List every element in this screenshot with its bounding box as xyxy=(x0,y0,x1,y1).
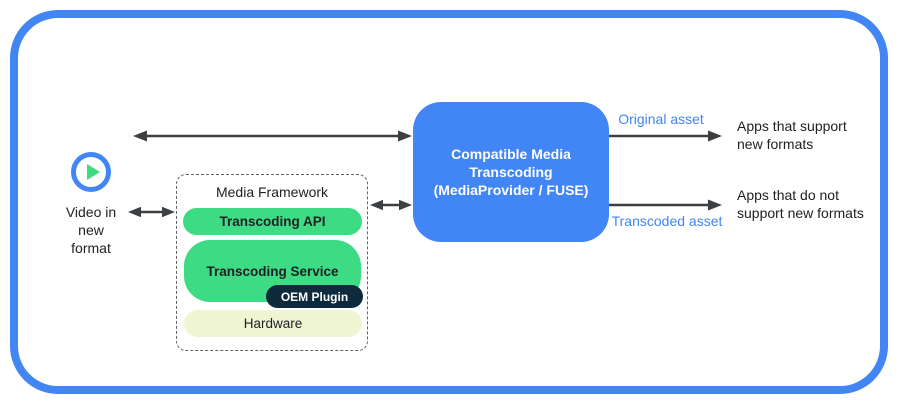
apps-support-line: new formats xyxy=(737,136,814,152)
video-source-line: format xyxy=(71,240,111,256)
transcoding-box-line: (MediaProvider / FUSE) xyxy=(433,182,589,198)
hardware-pill: Hardware xyxy=(184,310,362,337)
transcoded-asset-label: Transcoded asset xyxy=(611,213,723,229)
video-source-label: Video in new format xyxy=(46,203,136,257)
video-source-line: Video in xyxy=(65,204,117,220)
transcoding-api-pill: Transcoding API xyxy=(183,208,362,235)
transcoding-box-line: Compatible Media xyxy=(451,146,571,162)
apps-support-label: Apps that support new formats xyxy=(737,117,847,153)
apps-no-support-line: Apps that do not xyxy=(737,187,839,203)
oem-plugin-pill: OEM Plugin xyxy=(266,285,363,308)
apps-no-support-line: support new formats xyxy=(737,205,864,221)
video-source-line: new xyxy=(78,222,104,238)
apps-no-support-label: Apps that do not support new formats xyxy=(737,186,864,222)
transcoding-box-line: Transcoding xyxy=(469,164,553,180)
diagram-border xyxy=(10,10,888,394)
play-icon xyxy=(71,152,111,192)
media-framework-group: Media Framework Transcoding API Transcod… xyxy=(176,174,368,351)
apps-support-line: Apps that support xyxy=(737,118,847,134)
play-triangle-icon xyxy=(86,164,100,180)
compatible-media-transcoding-box: Compatible Media Transcoding (MediaProvi… xyxy=(413,102,609,242)
original-asset-label: Original asset xyxy=(618,111,704,127)
media-framework-title: Media Framework xyxy=(215,184,329,200)
